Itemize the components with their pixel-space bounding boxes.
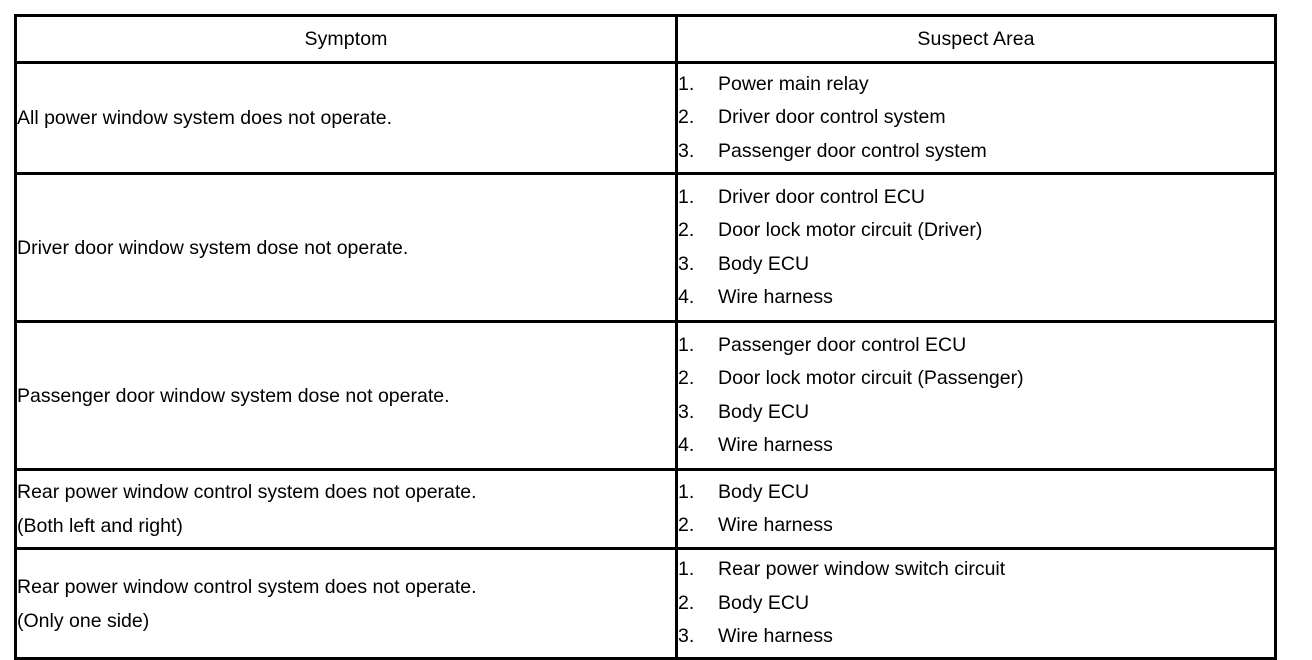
suspect-area-cell: 1. Rear power window switch circuit 2. Bod… [675, 547, 1277, 660]
list-item-label: Wire harness [718, 514, 833, 536]
list-item: 1. Body ECU [678, 476, 1274, 510]
suspect-area-cell: 1. Driver door control ECU 2. Door lock mo… [675, 172, 1277, 323]
list-item-number: 2. [678, 591, 695, 614]
list-item-label: Passenger door control system [718, 139, 987, 162]
column-header-suspect-area: Suspect Area [675, 14, 1277, 64]
symptom-cell: Rear power window control system does no… [14, 547, 678, 660]
list-item-label: Power main relay [718, 72, 869, 95]
list-item-label: Body ECU [718, 480, 810, 503]
suspect-area-list: 1. Body ECU 2. Wire harness [678, 476, 1274, 543]
list-item-label: Body ECU [718, 400, 810, 423]
symptom-text: Rear power window control system does no… [17, 481, 477, 537]
table-header: Symptom Suspect Area [14, 14, 1277, 64]
list-item-number: 3. [678, 400, 695, 423]
list-item: 2. Driver door control system [678, 101, 1274, 135]
list-item-label: Door lock motor circuit (Passenger) [718, 367, 1024, 389]
list-item-label: Door lock motor circuit (Driver) [718, 219, 983, 241]
list-item: 3. Body ECU [678, 396, 1274, 430]
list-item-label: Wire harness [718, 434, 833, 456]
table-header-row: Symptom Suspect Area [14, 14, 1277, 64]
list-item-number: 2. [678, 106, 695, 129]
list-item: 1. Rear power window switch circuit [678, 553, 1274, 587]
column-header-symptom-label: Symptom [304, 28, 388, 50]
symptom-cell: All power window system does not operate… [14, 61, 678, 175]
list-item-label: Body ECU [718, 252, 810, 275]
list-item-number: 1. [678, 72, 695, 95]
suspect-area-list: 1. Rear power window switch circuit 2. Bod… [678, 553, 1274, 654]
table-row: Passenger door window system dose not op… [14, 320, 1277, 471]
table-row: All power window system does not operate… [14, 61, 1277, 175]
list-item-number: 1. [678, 185, 695, 208]
suspect-area-list: 1. Driver door control ECU 2. Door lock mo… [678, 181, 1274, 315]
list-item-label: Rear power window switch circuit [718, 558, 1006, 581]
table-row: Rear power window control system does no… [14, 547, 1277, 660]
list-item-number: 2. [678, 367, 695, 389]
list-item-label: Wire harness [718, 286, 833, 308]
symptom-cell: Passenger door window system dose not op… [14, 320, 678, 471]
list-item-number: 2. [678, 514, 695, 536]
list-item-number: 4. [678, 286, 695, 308]
list-item: 4. Wire harness [678, 429, 1274, 463]
list-item: 2. Door lock motor circuit (Driver) [678, 214, 1274, 248]
list-item: 2. Body ECU [678, 587, 1274, 621]
symptom-text: All power window system does not operate… [17, 107, 393, 129]
symptom-text: Driver door window system dose not opera… [17, 236, 409, 259]
list-item-number: 3. [678, 252, 695, 275]
symptom-text: Passenger door window system dose not op… [17, 384, 450, 407]
suspect-area-list: 1. Power main relay 2. Driver door control… [678, 68, 1274, 169]
symptom-text: Rear power window control system does no… [17, 575, 477, 632]
list-item: 3. Passenger door control system [678, 135, 1274, 169]
table-row: Driver door window system dose not opera… [14, 172, 1277, 323]
list-item: 4. Wire harness [678, 281, 1274, 315]
list-item-number: 2. [678, 219, 695, 241]
symptom-suspect-table: Symptom Suspect Area All power window sy… [14, 14, 1277, 660]
table-body: All power window system does not operate… [14, 61, 1277, 660]
list-item: 2. Door lock motor circuit (Passenger) [678, 362, 1274, 396]
list-item-number: 3. [678, 625, 695, 648]
symptom-cell: Rear power window control system does no… [14, 468, 678, 550]
list-item-label: Body ECU [718, 591, 810, 614]
list-item-number: 3. [678, 139, 695, 162]
list-item: 1. Passenger door control ECU [678, 329, 1274, 363]
list-item: 2. Wire harness [678, 509, 1274, 543]
list-item-number: 1. [678, 558, 695, 581]
list-item-label: Wire harness [718, 625, 833, 648]
list-item-label: Driver door control ECU [718, 185, 925, 208]
column-header-suspect-area-label: Suspect Area [917, 28, 1035, 50]
list-item: 1. Power main relay [678, 68, 1274, 102]
table-row: Rear power window control system does no… [14, 468, 1277, 550]
column-header-symptom: Symptom [14, 14, 678, 64]
list-item-number: 4. [678, 434, 695, 456]
list-item-label: Passenger door control ECU [718, 333, 967, 356]
list-item-number: 1. [678, 333, 695, 356]
list-item-number: 1. [678, 480, 695, 503]
symptom-cell: Driver door window system dose not opera… [14, 172, 678, 323]
list-item: 3. Body ECU [678, 248, 1274, 282]
list-item-label: Driver door control system [718, 106, 946, 129]
suspect-area-cell: 1. Body ECU 2. Wire harness [675, 468, 1277, 550]
suspect-area-cell: 1. Power main relay 2. Driver door control… [675, 61, 1277, 175]
list-item: 1. Driver door control ECU [678, 181, 1274, 215]
suspect-area-list: 1. Passenger door control ECU 2. Door lock… [678, 329, 1274, 463]
suspect-area-cell: 1. Passenger door control ECU 2. Door lock… [675, 320, 1277, 471]
list-item: 3. Wire harness [678, 620, 1274, 654]
